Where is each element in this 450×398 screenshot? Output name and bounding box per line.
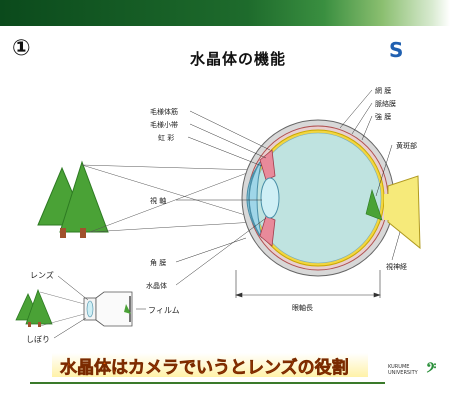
header-bar <box>0 0 450 26</box>
crystalline-lens <box>260 177 280 219</box>
label-iris: 虹 彩 <box>158 134 175 142</box>
label-macula: 黄斑部 <box>396 142 417 150</box>
label-visual-axis: 視 軸 <box>150 197 167 205</box>
university-line1: KURUME <box>388 364 410 370</box>
label-zonule: 毛様小帯 <box>150 121 178 129</box>
university-line2: UNIVERSITY <box>388 370 418 376</box>
label-leaders <box>175 89 401 286</box>
label-choroid: 脈絡膜 <box>375 100 396 108</box>
label-optic-nerve: 視神経 <box>386 263 407 271</box>
slide-number: ① <box>12 36 31 61</box>
university-logo-icon: 𝄢 <box>426 360 437 379</box>
caption-highlight <box>52 353 368 377</box>
label-cornea: 角 膜 <box>150 259 167 267</box>
iris-top <box>259 149 276 181</box>
label-camera-lens: レンズ <box>30 271 54 280</box>
label-sclera: 強 膜 <box>375 113 392 121</box>
label-lens: 水晶体 <box>146 282 167 290</box>
tree-icon <box>37 160 109 238</box>
corner-logo-icon: S <box>389 38 404 62</box>
iris-bottom <box>259 215 276 247</box>
eyeball <box>241 119 395 277</box>
label-film: フィルム <box>148 306 180 315</box>
axial-length-dimension <box>235 270 381 298</box>
label-retina: 網 膜 <box>375 87 392 95</box>
label-axial-length: 眼軸長 <box>292 304 313 312</box>
label-ciliary-muscle: 毛様体筋 <box>150 108 178 116</box>
retina-image <box>365 188 383 221</box>
optic-nerve <box>387 175 421 250</box>
footer-rule <box>30 382 385 384</box>
camera-diagram <box>15 275 146 339</box>
caption-text: 水晶体はカメラでいうとレンズの役割 <box>60 358 349 379</box>
label-aperture: しぼり <box>26 335 50 344</box>
university-name: KURUME UNIVERSITY <box>388 364 418 376</box>
slide-title: 水晶体の機能 <box>189 50 286 68</box>
